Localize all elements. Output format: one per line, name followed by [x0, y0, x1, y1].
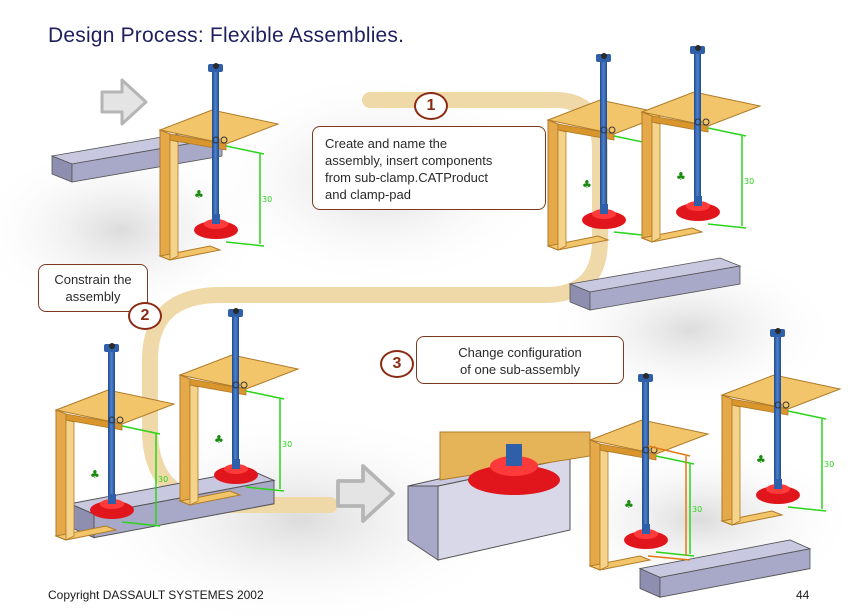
zoom-detail: [407, 431, 591, 561]
step-1-callout: Create and name the assembly, insert com…: [312, 126, 546, 210]
step-2-text-line: Constrain the: [54, 272, 132, 287]
copyright-text: Copyright DASSAULT SYSTEMES 2002: [48, 588, 264, 602]
step-1-badge: 1: [414, 92, 448, 120]
step-3-callout: Change configuration of one sub-assembly: [416, 336, 624, 384]
step-1-text-line: Create and name the: [325, 136, 448, 151]
step-1-text-line: from sub-clamp.CATProduct: [325, 170, 489, 185]
slide-title: Design Process: Flexible Assemblies.: [48, 24, 405, 47]
arrow-right-icon: [100, 78, 148, 126]
clamp-assembly-icon: [159, 62, 279, 261]
clamp-assembly-icon: [641, 44, 761, 243]
step-1-text-line: and clamp-pad: [325, 187, 411, 202]
step-2-badge: 2: [128, 302, 162, 330]
step-3-text-line: Change configuration: [458, 345, 582, 360]
page-number: 44: [796, 588, 810, 602]
step-3-text-line: of one sub-assembly: [460, 362, 580, 377]
step-3-badge: 3: [380, 350, 414, 378]
step-2-text-line: assembly: [65, 289, 121, 304]
step-2-callout: Constrain the assembly: [38, 264, 148, 312]
step-1-text-line: assembly, insert components: [325, 153, 493, 168]
clamp-assembly-icon: [179, 307, 299, 506]
